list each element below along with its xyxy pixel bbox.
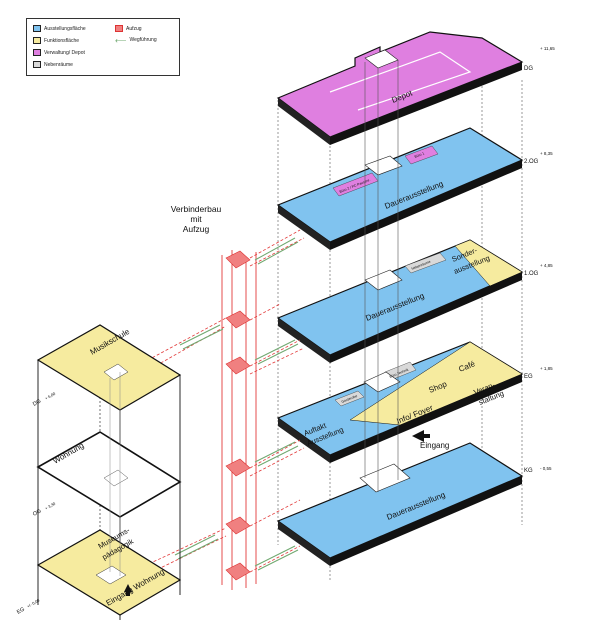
legend-swatch-admin [33,49,41,56]
floor-1og: Dauerausstellung Sonder- ausstellung Neb… [276,239,524,363]
annex-eg-height-label: +/- 0,00 [26,597,41,609]
legend-item-admin: Verwaltung/ Depot [33,49,85,56]
legend-label-exhibition: Ausstellungsfläche [44,25,86,32]
annex-entrance-arrow-icon [124,584,132,596]
kg-height-label: - 0,55 [540,466,552,471]
kg-level-label: KG [524,468,533,474]
legend-swatch-lift [115,25,123,32]
legend-swatch-function [33,37,41,44]
legend-label-secondary: Nebenräume [44,61,73,68]
floor-dg: Depot [276,31,524,145]
eg-height-label: + 1,85 [540,366,553,371]
connector-label-1: Verbinderbau [171,204,222,214]
legend-item-exhibition: Ausstellungsfläche [33,25,86,32]
annex-building: Musikschule Wohnung Museums- pädagogik E… [16,324,182,620]
floor-eg: Auftakt Ausstellung Info/ Foyer Shop Caf… [276,341,524,463]
connector-label-2: mit [190,214,202,224]
eg-entrance-label: Eingang [420,441,449,450]
main-level-labels: DG + 11,65 2.OG + 8,35 1.OG + 4,85 EG + … [524,46,555,474]
eg-office-label: Büro Technik [389,368,409,379]
legend-item-route: ⟵ Wegführung [115,35,157,45]
route-arrow-icon: ⟵ [115,35,127,45]
legend-item-function: Funktionsfläche [33,37,79,44]
floor-kg: Dauerausstellung [276,442,524,566]
annex-og-height-label: + 3,30 [44,501,57,511]
annex-og-level-label: OG [32,508,42,517]
dg-height-label: + 11,65 [540,46,555,51]
eg-storage-label: Garderobe [341,394,358,404]
eg-entrance-arrow-icon [412,430,430,442]
dg-level-label: DG [524,66,533,72]
connection-lines [139,229,305,577]
legend-item-secondary: Nebenräume [33,61,73,68]
main-elevator-shaft [364,60,399,492]
legend-label-route: Wegführung [129,37,157,43]
og1-height-label: + 4,85 [540,263,553,268]
legend-item-lift: Aufzug [115,25,142,32]
annex-dg-level-label: DG [32,398,42,407]
og1-level-label: 1.OG [524,271,539,277]
og1-side-room-label: Nebenräume [411,260,431,271]
legend-swatch-secondary [33,61,41,68]
legend-swatch-exhibition [33,25,41,32]
og2-admin-label-1: Büro 1 [414,151,425,159]
connector-label-3: Aufzug [183,224,210,234]
legend-label-function: Funktionsfläche [44,37,80,44]
legend-label-admin: Verwaltung/ Depot [44,49,85,56]
floor-2og: Dauerausstellung Büro 1 Büro 2 / PC Paus… [276,127,524,250]
legend: Ausstellungsfläche Funktionsfläche Verwa… [26,18,180,76]
connector-building: Verbinderbau mit Aufzug [171,204,257,590]
og2-level-label: 2.OG [524,159,539,165]
annex-dg-height-label: + 6,00 [44,391,57,401]
eg-level-label: EG [524,374,533,380]
route-arrows [174,237,299,571]
annex-eg-level-label: EG [16,607,26,616]
legend-label-lift: Aufzug [126,25,142,32]
og2-height-label: + 8,35 [540,151,553,156]
